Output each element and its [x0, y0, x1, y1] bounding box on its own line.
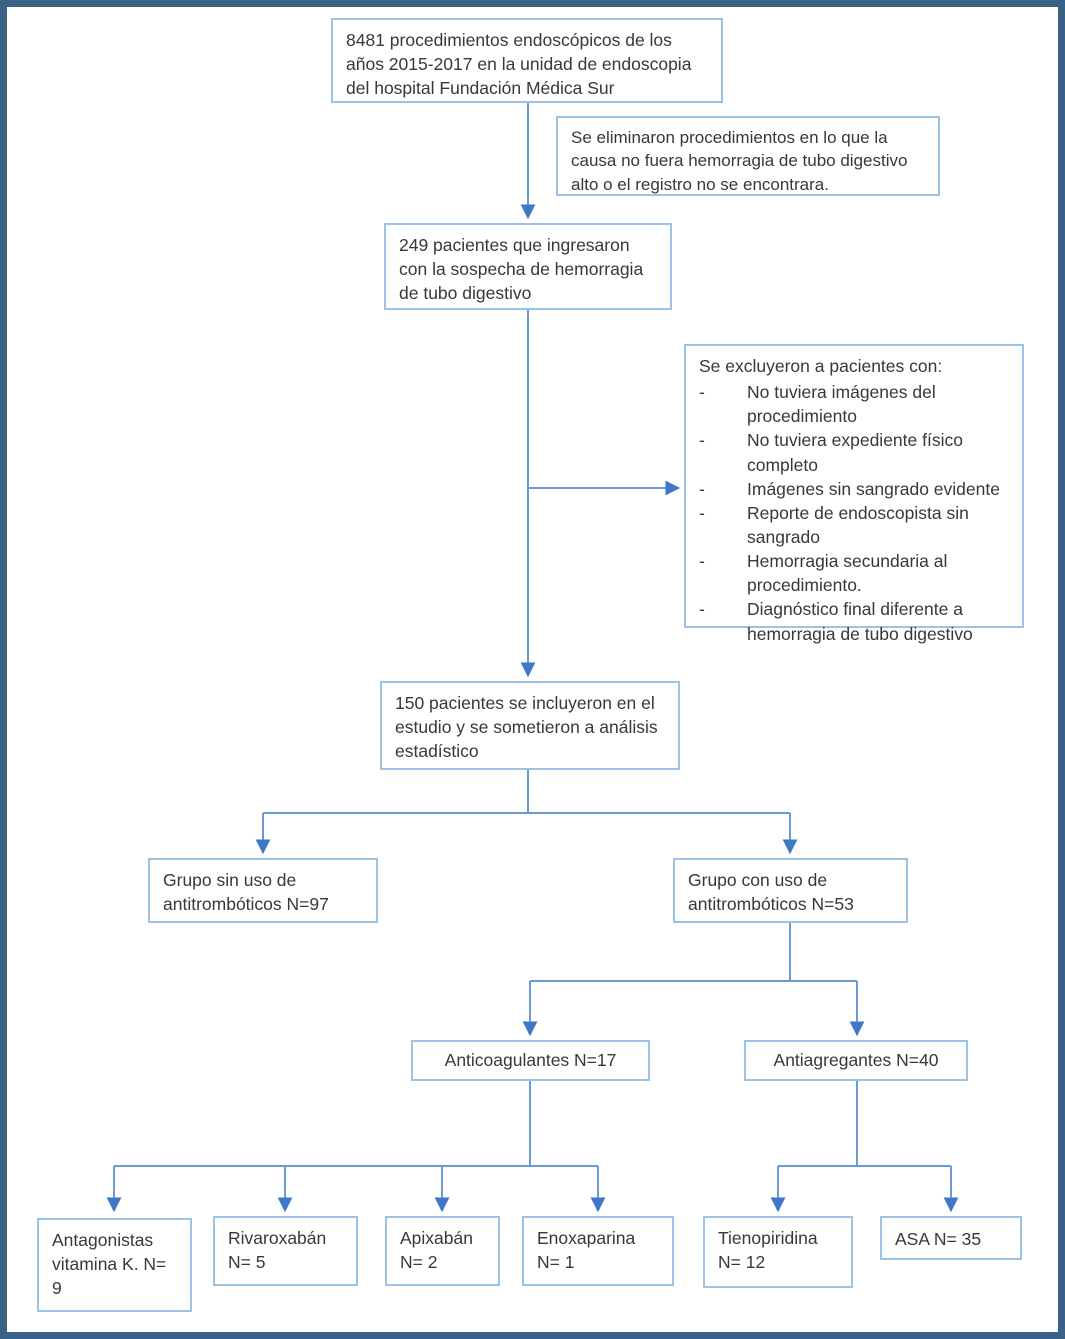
exclusion-item: - Imágenes sin sangrado evidente — [699, 477, 1009, 501]
node-apixaban: Apixabán N= 2 — [385, 1216, 500, 1286]
bullet-dash: - — [699, 382, 705, 403]
bullet-dash: - — [699, 502, 705, 523]
node-admitted-patients: 249 pacientes que ingresaron con la sosp… — [384, 223, 672, 310]
connector-included-split — [263, 770, 790, 814]
exclusion-item: - No tuviera imágenes del procedimiento — [699, 380, 1009, 428]
flowchart-connectors — [106, 103, 959, 1213]
connector-anticoagulants-split — [114, 1081, 598, 1167]
exclusion-item-text: Hemorragia secundaria al procedimiento. — [747, 551, 948, 596]
bullet-dash: - — [699, 551, 705, 572]
exclusion-item-text: Diagnóstico final diferente a hemorragia… — [747, 599, 973, 644]
node-asa: ASA N= 35 — [880, 1216, 1022, 1260]
exclusion-item-text: Imágenes sin sangrado evidente — [747, 478, 1000, 499]
connector-antiplatelets-split — [778, 1081, 951, 1167]
exclusion-item: - No tuviera expediente físico completo — [699, 428, 1009, 476]
exclusion-item: - Reporte de endoscopista sin sangrado — [699, 501, 1009, 549]
bullet-dash: - — [699, 430, 705, 451]
node-anticoagulants: Anticoagulantes N=17 — [411, 1040, 650, 1081]
node-antiplatelets: Antiagregantes N=40 — [744, 1040, 968, 1081]
exclusion-item: - Hemorragia secundaria al procedimiento… — [699, 549, 1009, 597]
exclusion-title: Se excluyeron a pacientes con: — [699, 356, 943, 376]
node-enoxaparin: Enoxaparina N= 1 — [522, 1216, 674, 1286]
node-exclusion-criteria: Se excluyeron a pacientes con: - No tuvi… — [684, 344, 1024, 644]
node-eliminated-note: Se eliminaron procedimientos en lo que l… — [556, 116, 940, 196]
node-included-patients: 150 pacientes se incluyeron en el estudi… — [380, 681, 680, 770]
exclusion-item: - Diagnóstico final diferente a hemorrag… — [699, 597, 1009, 645]
exclusion-item-text: No tuviera imágenes del procedimiento — [747, 382, 936, 427]
node-rivaroxaban: Rivaroxabán N= 5 — [213, 1216, 358, 1286]
node-thienopyridine: Tienopiridina N= 12 — [703, 1216, 853, 1288]
connector-groupwith-split — [530, 923, 857, 982]
bullet-dash: - — [699, 478, 705, 499]
exclusion-item-text: No tuviera expediente físico completo — [747, 430, 963, 475]
node-group-without-antithrombotics: Grupo sin uso de antitrombóticos N=97 — [148, 858, 378, 923]
node-group-with-antithrombotics: Grupo con uso de antitrombóticos N=53 — [673, 858, 908, 923]
node-total-procedures: 8481 procedimientos endoscópicos de los … — [331, 18, 723, 103]
bullet-dash: - — [699, 599, 705, 620]
node-vitamin-k-antagonists: Antagonistas vitamina K. N= 9 — [37, 1218, 192, 1312]
exclusion-item-text: Reporte de endoscopista sin sangrado — [747, 502, 969, 547]
